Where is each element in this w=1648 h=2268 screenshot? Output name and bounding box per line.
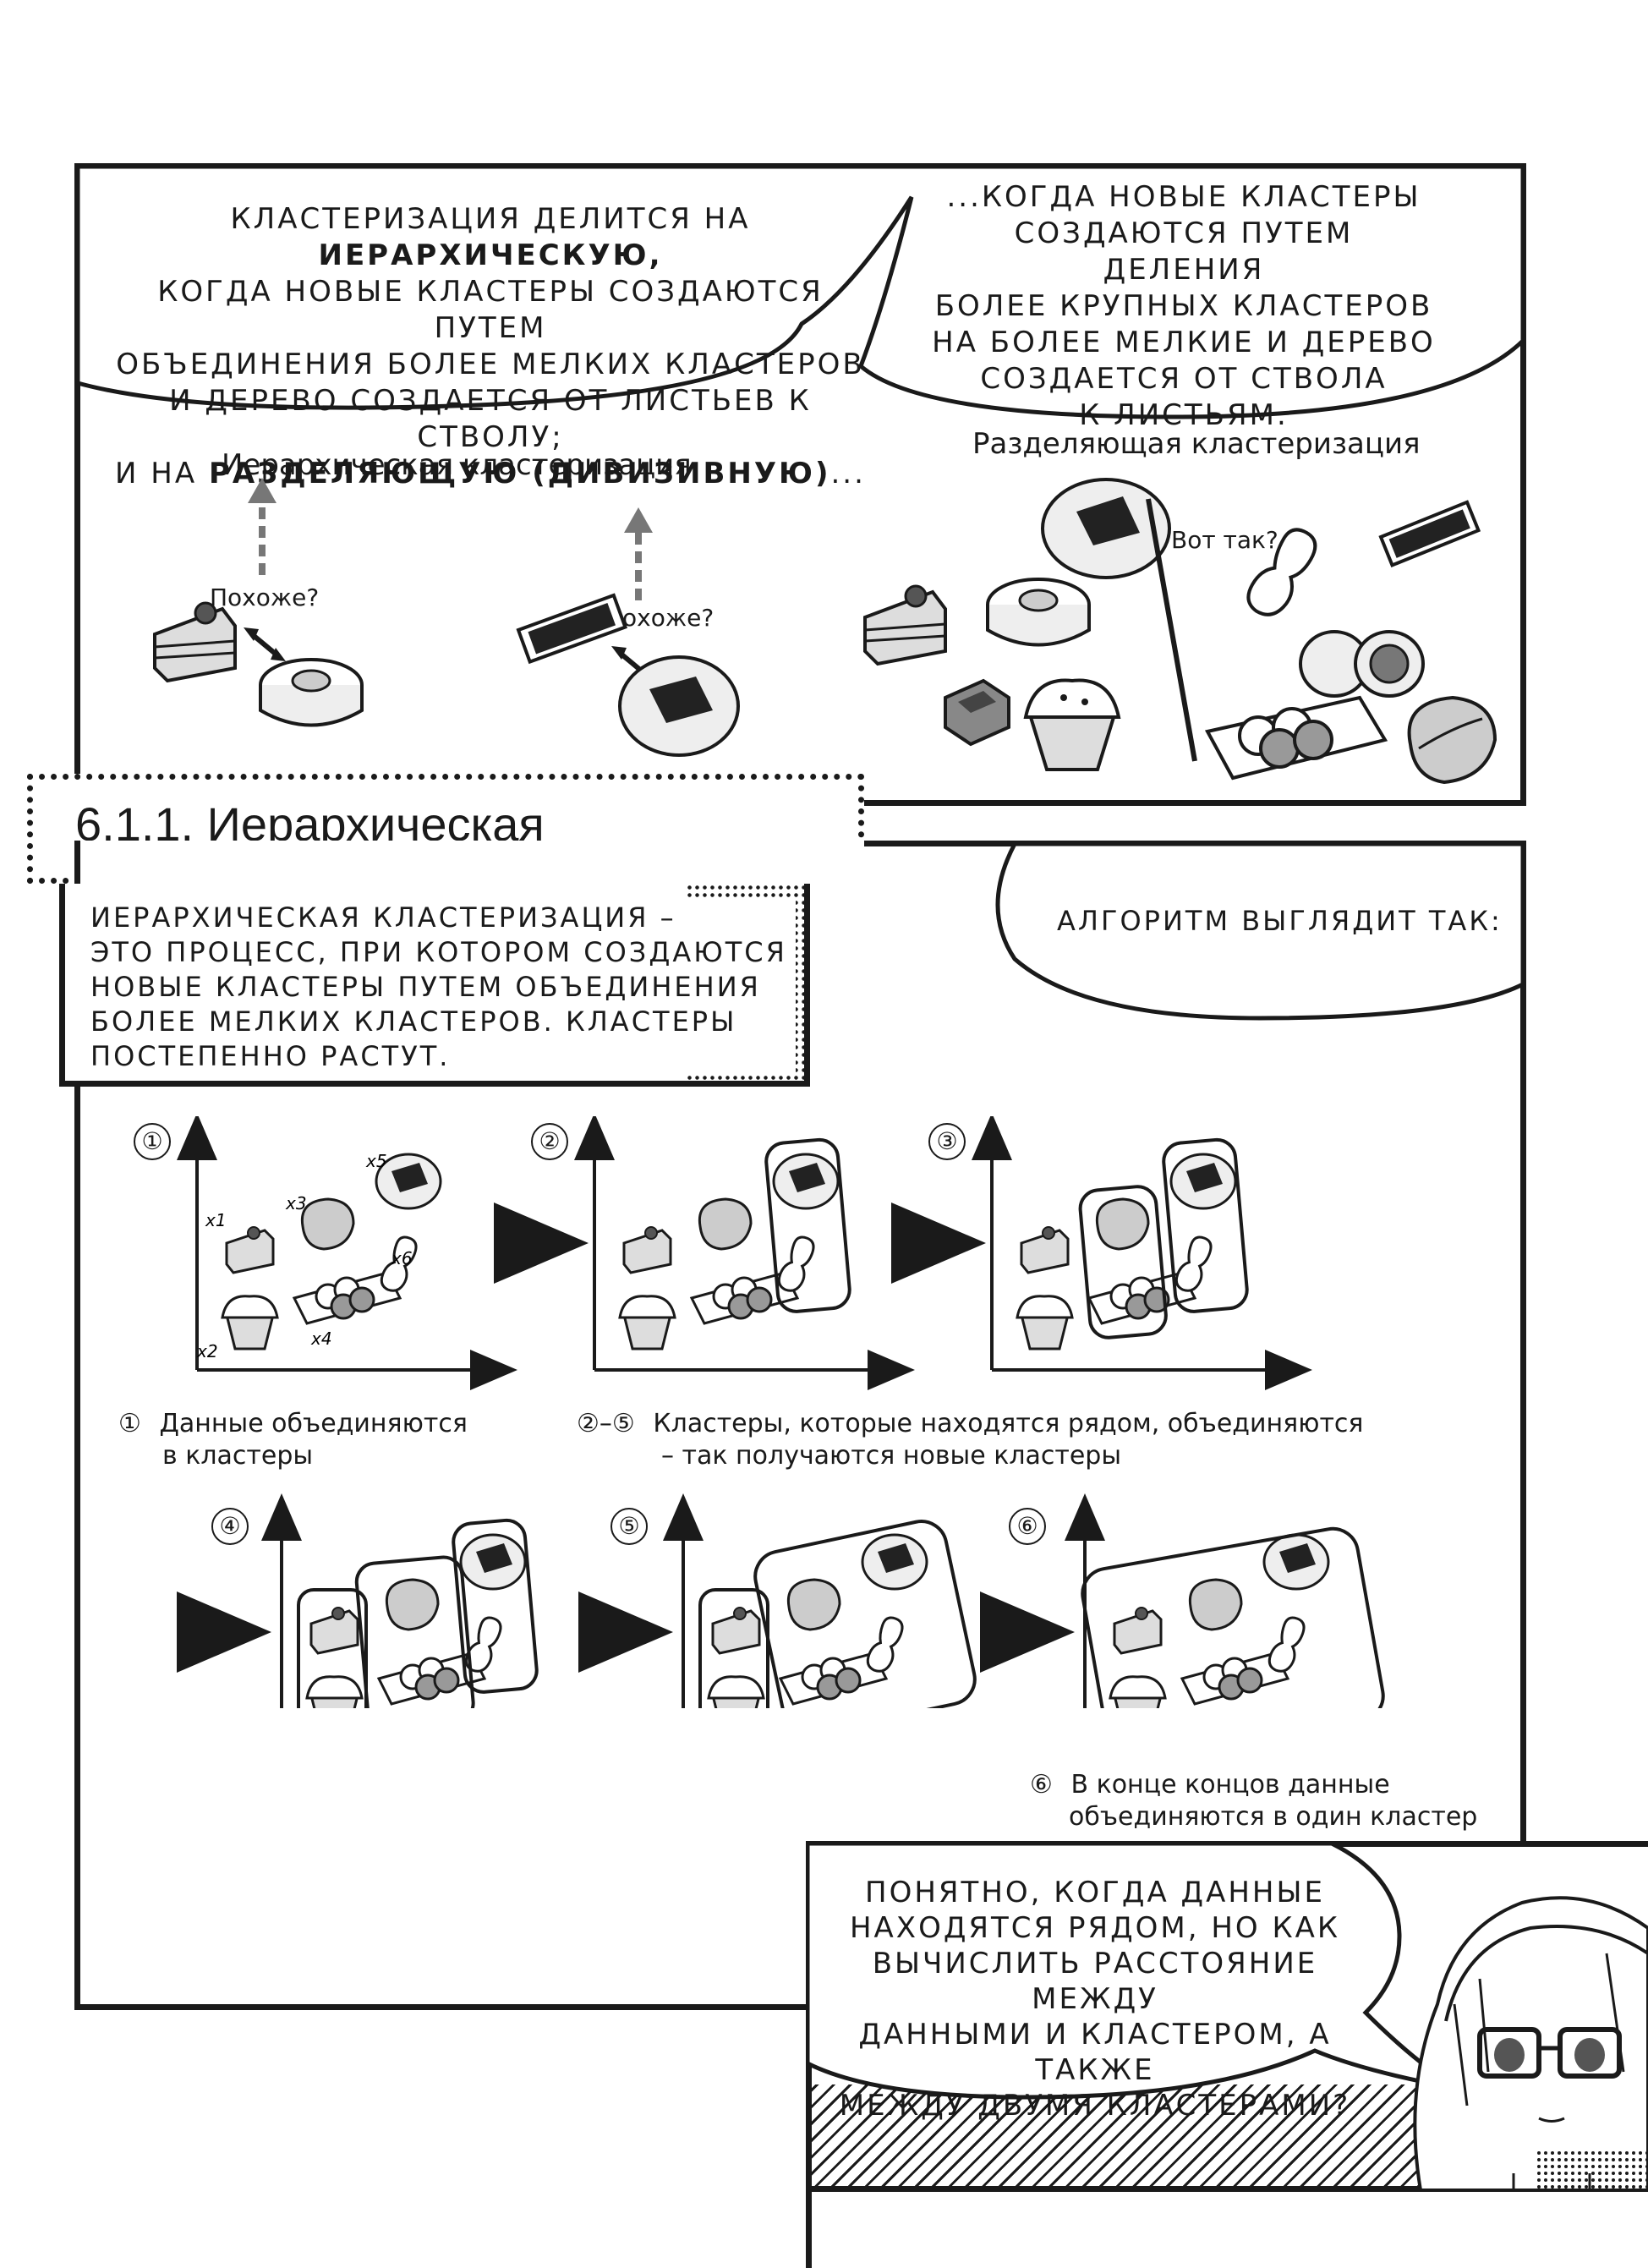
bubble-right-line6: к листьям. (1079, 398, 1289, 432)
intro-text: Иерархическая кластеризация – это процес… (90, 901, 796, 1074)
bottom-line2: находятся рядом, но как (849, 1911, 1341, 1945)
arrow-head-2 (624, 507, 653, 533)
step-number-5: ⑤ (610, 1508, 648, 1545)
intro-box: Иерархическая кластеризация – это процес… (59, 884, 810, 1087)
caption6-line2: объединяются в один кластер (1069, 1802, 1478, 1832)
caption1-line1: Данные объединяются (159, 1409, 468, 1438)
cake-icon (153, 601, 237, 683)
bubble-right-line1: ...когда новые кластеры (946, 180, 1421, 214)
caption2-line2: – так получаются новые кластеры (661, 1441, 1122, 1471)
like-this-label: Вот так? (1171, 526, 1278, 554)
step-4-diagram (261, 1493, 539, 1708)
algorithm-speech-bubble (995, 841, 1525, 1021)
intro-line3: новые кластеры путем объединения (90, 971, 761, 1003)
bottom-line4: данными и кластером, а также (858, 2018, 1332, 2087)
chocolate-cube-icon (944, 678, 1010, 747)
hatch-pattern (812, 2084, 1437, 2186)
double-arrow-1 (250, 632, 279, 658)
dango-icon (1204, 695, 1388, 781)
step-6-diagram (1065, 1493, 1385, 1708)
cupcake-icon (1023, 678, 1121, 771)
step-number-3: ③ (928, 1123, 966, 1160)
bubble-left-line5-post: ... (830, 457, 866, 490)
bottom-bubble-text: Понятно, когда данные находятся рядом, н… (833, 1875, 1357, 2123)
label-x3: x3 (285, 1193, 307, 1213)
step-3-diagram (972, 1116, 1312, 1390)
step-number-2: ② (531, 1123, 568, 1160)
step-1-diagram: x1 x2 x3 x4 x5 x6 (177, 1116, 517, 1390)
chocolate-bar-icon (516, 593, 628, 665)
caption-steps2-5: ②–⑤ Кластеры, которые находятся рядом, о… (577, 1408, 1363, 1472)
bubble-left-line5-pre: и на (115, 457, 198, 490)
hier-clustering-title: Иерархическая кластеризация (222, 448, 692, 482)
intro-line5: постепенно растут. (90, 1040, 451, 1072)
similar-label-1: Похоже? (210, 583, 320, 611)
div-clustering-title: Разделяющая кластеризация (972, 427, 1421, 461)
bubble-left-line1: Кластеризация делится на (230, 202, 751, 236)
divider-line (1146, 498, 1197, 762)
intro-line2: это процесс, при котором создаются (90, 936, 787, 968)
caption1-line2: в кластеры (162, 1441, 314, 1471)
bubble-right-line4: на более мелкие и дерево (932, 326, 1436, 359)
rice-cracker-icon (618, 655, 740, 757)
pancake-icon (986, 578, 1091, 647)
algorithm-steps: x1 x2 x3 x4 x5 x6 (177, 1116, 1385, 1708)
bubble-left-line4: и дерево создается от листьев к стволу; (169, 384, 812, 454)
girl-character-icon (1413, 1896, 1648, 2190)
label-x1: x1 (205, 1210, 227, 1230)
step-number-6: ⑥ (1009, 1508, 1046, 1545)
step-2-diagram (574, 1116, 915, 1390)
bottom-panel-bottom-edge (806, 2186, 1648, 2192)
caption-step6: ⑥ В конце концов данные объединяются в о… (1030, 1769, 1477, 1833)
step-5-diagram (663, 1493, 977, 1708)
bottom-line3: вычислить расстояние между (872, 1947, 1318, 2016)
caption6-num: ⑥ (1030, 1770, 1053, 1800)
caption1-num: ① (118, 1409, 141, 1438)
step-number-4: ④ (211, 1508, 249, 1545)
bubble-right-line5: создается от ствола (980, 362, 1388, 396)
pancake-icon (259, 658, 364, 727)
bubble-left-line1-bold: иерархическую, (318, 238, 663, 272)
caption2-num: ②–⑤ (577, 1409, 635, 1438)
bubble-left-line3: объединения более мелких кластеров (116, 348, 865, 381)
algorithm-text: Алгоритм выглядит так: (1057, 905, 1503, 937)
bubble-right-text: ...когда новые кластеры создаются путем … (930, 179, 1437, 434)
label-x5: x5 (365, 1151, 387, 1171)
label-x6: x6 (391, 1248, 413, 1268)
chocolate-bar-icon (1378, 500, 1481, 567)
bottom-line1: Понятно, когда данные (865, 1876, 1325, 1909)
caption-step1: ① Данные объединяются в кластеры (118, 1408, 468, 1472)
peanut-icon (1246, 528, 1317, 616)
bubble-left-text: Кластеризация делится на иерархическую, … (110, 201, 871, 492)
cake-icon (863, 584, 947, 666)
leaf-cake-icon (1407, 695, 1497, 785)
bubble-right-line3: более крупных кластеров (934, 289, 1433, 323)
mochi-icon (1299, 630, 1425, 698)
caption2-line1: Кластеры, которые находятся рядом, объед… (653, 1409, 1364, 1438)
top-speech-bubble (75, 164, 1525, 419)
rice-cracker-icon (1041, 478, 1171, 579)
intro-line4: более мелких кластеров. Кластеры (90, 1005, 737, 1038)
bubble-right-line2: создаются путем деления (1014, 216, 1354, 287)
arrow-head-1 (248, 478, 276, 503)
bottom-line5: между двумя кластерами? (839, 2089, 1351, 2123)
caption6-line1: В конце концов данные (1070, 1770, 1390, 1800)
step-number-1: ① (134, 1123, 171, 1160)
bottom-speech-bubble (808, 1843, 1460, 2100)
bubble-left-line5-bold: разделяющую (дивизивную) (208, 457, 831, 490)
label-x4: x4 (310, 1328, 332, 1349)
intro-line1: Иерархическая кластеризация – (90, 901, 676, 934)
top-illustrations (153, 478, 1497, 785)
bubble-left-line2: когда новые кластеры создаются путем (157, 275, 824, 345)
label-x2: x2 (196, 1341, 218, 1361)
